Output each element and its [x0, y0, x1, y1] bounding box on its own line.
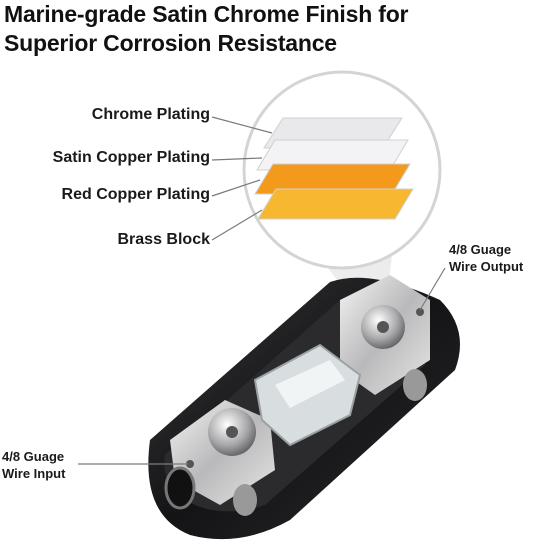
- page-title: Marine-grade Satin Chrome Finish for Sup…: [4, 0, 534, 58]
- callout-wire-output: 4/8 Guage Wire Output: [449, 241, 523, 275]
- callout-wire-input: 4/8 Guage Wire Input: [2, 448, 65, 482]
- callout-output-line-1: 4/8 Guage: [449, 242, 512, 257]
- label-brass-block: Brass Block: [117, 231, 211, 248]
- callout-input-line-2: Wire Input: [2, 466, 66, 481]
- layer-brass-block: [257, 188, 414, 220]
- leader-lines: [78, 116, 446, 465]
- title-line-2: Superior Corrosion Resistance: [4, 30, 337, 56]
- title-line-1: Marine-grade Satin Chrome Finish for: [4, 1, 409, 27]
- label-chrome-plating: Chrome Plating: [91, 106, 210, 123]
- fuse-holder: [148, 275, 460, 540]
- callout-input-line-1: 4/8 Guage: [2, 449, 65, 464]
- callout-output-line-2: Wire Output: [449, 259, 524, 274]
- label-satin-copper-plating: Satin Copper Plating: [52, 149, 210, 166]
- label-red-copper-plating: Red Copper Plating: [61, 186, 210, 203]
